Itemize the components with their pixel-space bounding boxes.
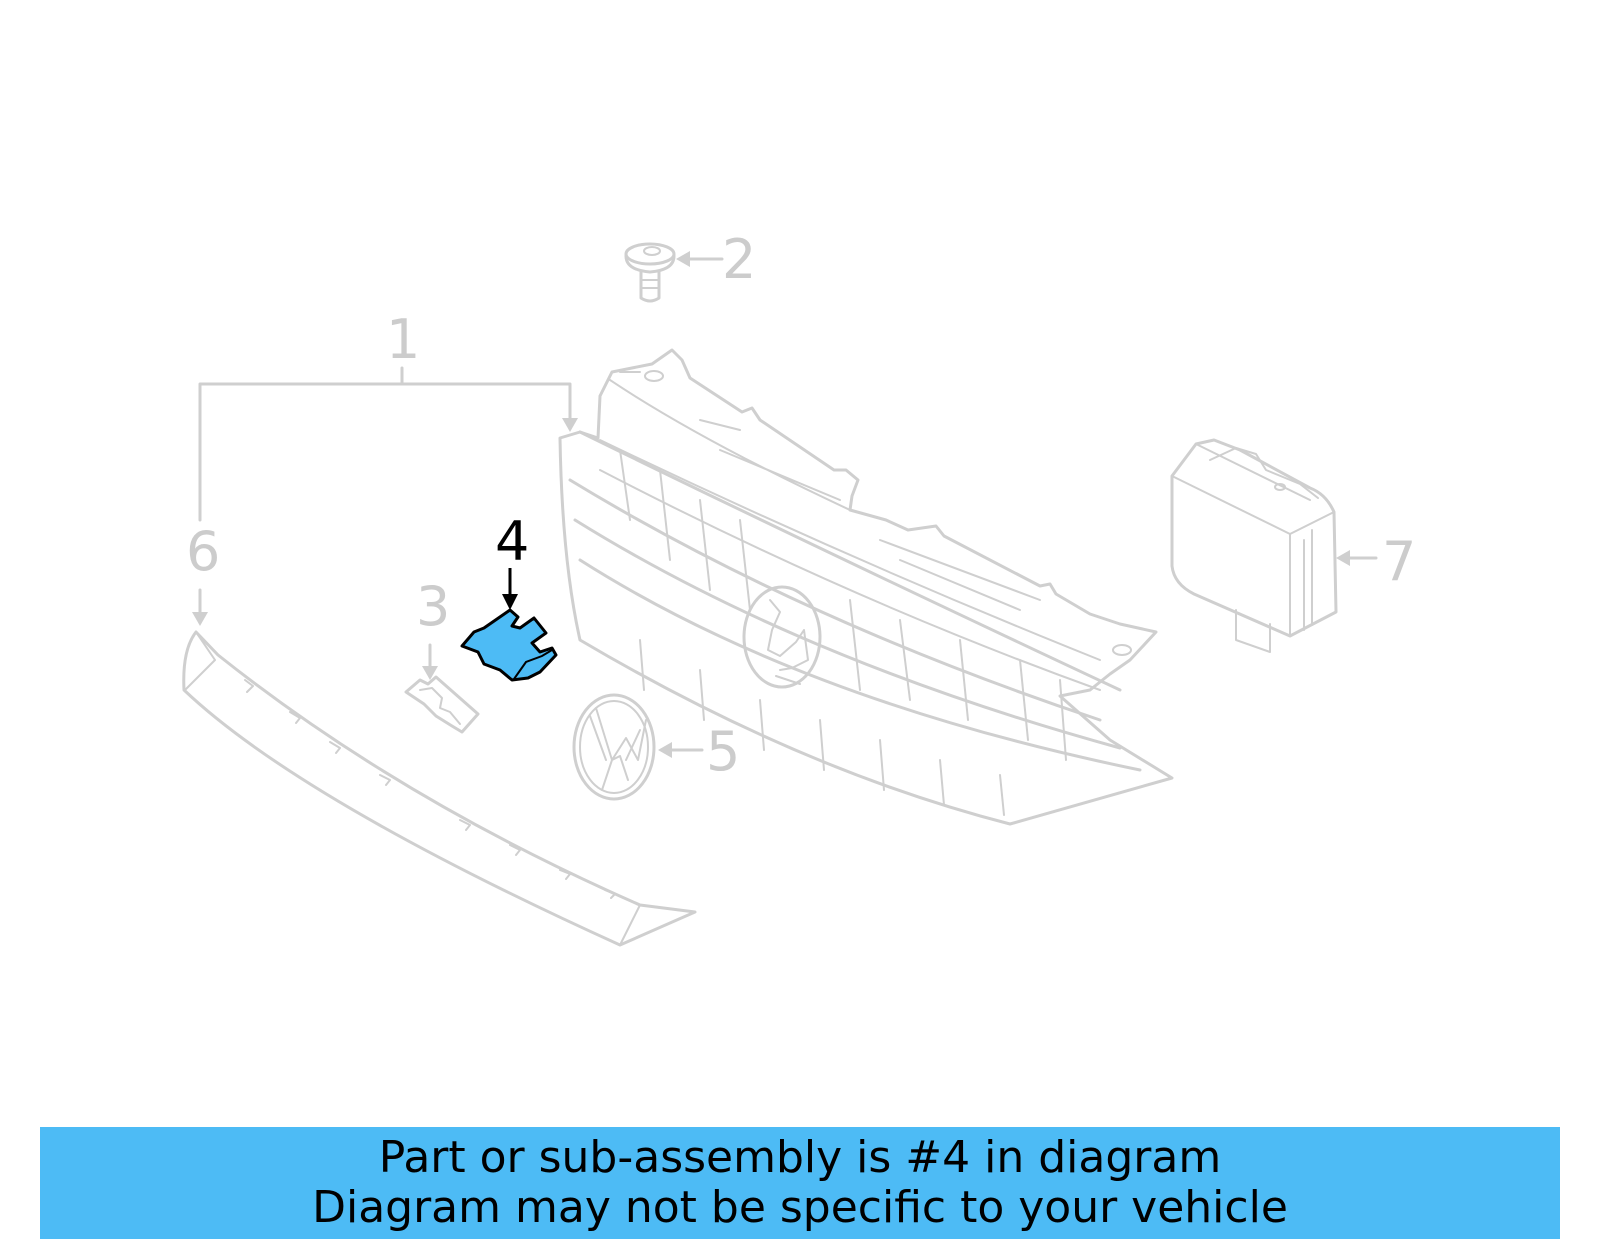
- callout-2: 2: [676, 228, 756, 291]
- callout-7: 7: [1336, 530, 1416, 593]
- grille-assembly-icon: [558, 348, 1174, 826]
- callout-label-5: 5: [706, 720, 740, 783]
- banner-line-part-number: Part or sub-assembly is #4 in diagram: [378, 1132, 1222, 1183]
- callout-1: 1: [198, 308, 578, 522]
- callout-5: 5: [658, 720, 740, 783]
- lower-molding-strip-icon: [182, 630, 697, 947]
- callout-6: 6: [186, 520, 220, 626]
- callout-label-1: 1: [386, 308, 420, 371]
- callout-label-6: 6: [186, 520, 220, 583]
- vw-emblem-icon: [572, 693, 656, 801]
- callout-label-7: 7: [1382, 530, 1416, 593]
- banner-line-disclaimer: Diagram may not be specific to your vehi…: [312, 1182, 1288, 1233]
- callout-label-2: 2: [722, 228, 756, 291]
- screw-icon: [624, 242, 676, 303]
- bracket-clip-icon: [404, 675, 480, 734]
- callout-3: 3: [416, 575, 450, 680]
- parts-diagram: 1 6 3 4 2: [182, 228, 1416, 947]
- callout-4: 4: [495, 510, 529, 610]
- callout-label-4: 4: [495, 510, 529, 573]
- bracket-part-4-icon: [460, 608, 558, 682]
- radar-sensor-module-icon: [1170, 438, 1338, 653]
- info-banner: Part or sub-assembly is #4 in diagram Di…: [40, 1127, 1560, 1239]
- callout-label-3: 3: [416, 575, 450, 638]
